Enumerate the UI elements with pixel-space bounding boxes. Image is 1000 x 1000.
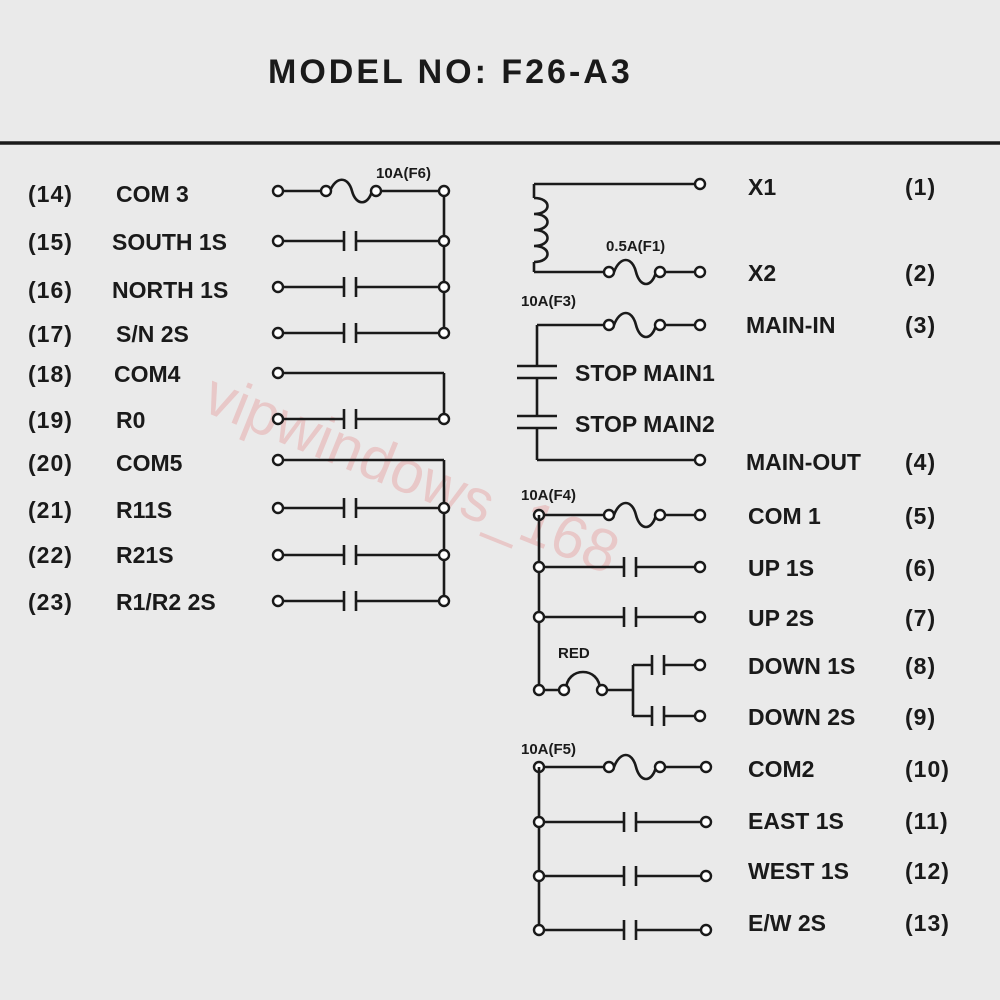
right-pin-9: (9) (905, 704, 936, 730)
left-pin-17: (17) (28, 321, 73, 347)
bus-com4 (437, 373, 451, 426)
left-pin-21: (21) (28, 497, 73, 523)
right-pin-2: (2) (905, 260, 936, 286)
com3-fuse-circuit (271, 178, 444, 204)
right-label-east1s: EAST 1S (748, 808, 844, 834)
right-pin-13: (13) (905, 910, 950, 936)
right-pin-8: (8) (905, 653, 936, 679)
right-label-west1s: WEST 1S (748, 858, 849, 884)
fuse-label-f3: 10A(F3) (521, 293, 576, 310)
right-label-up2s: UP 2S (748, 605, 814, 631)
right-label-up1s: UP 1S (748, 555, 814, 581)
left-pin-14: (14) (28, 181, 73, 207)
com2-circuit (532, 753, 713, 940)
right-pin-7: (7) (905, 605, 936, 631)
right-label-com2: COM2 (748, 756, 814, 782)
fuse-label-f4: 10A(F4) (521, 487, 576, 504)
left-label-r21s: R21S (116, 542, 174, 568)
left-pin-22: (22) (28, 542, 73, 568)
contact-sn2s (271, 323, 444, 343)
right-pin-12: (12) (905, 858, 950, 884)
right-pin-10: (10) (905, 756, 950, 782)
left-label-com5: COM5 (116, 450, 183, 476)
left-label-north1s: NORTH 1S (112, 277, 228, 303)
coil-x1-x2 (532, 177, 707, 286)
left-label-r11s: R11S (116, 497, 172, 523)
com1-circuit (532, 501, 707, 726)
right-label-com1: COM 1 (748, 503, 821, 529)
left-pin-19: (19) (28, 407, 73, 433)
wire-com5 (271, 453, 444, 467)
right-pin-4: (4) (905, 449, 936, 475)
fuse-label-f5: 10A(F5) (521, 741, 576, 758)
right-label-main-out: MAIN-OUT (746, 449, 861, 475)
left-label-com4: COM4 (114, 361, 181, 387)
stop-main1-label: STOP MAIN1 (575, 360, 715, 386)
contact-r0 (271, 409, 444, 429)
fuse-label-f6: 10A(F6) (376, 165, 431, 182)
watermark: vipwindows_168 (195, 360, 628, 587)
right-label-down1s: DOWN 1S (748, 653, 855, 679)
red-switch-label: RED (558, 645, 590, 662)
right-pin-1: (1) (905, 174, 936, 200)
right-label-x1: X1 (748, 174, 776, 200)
page-title: MODEL NO: F26-A3 (268, 53, 633, 91)
left-pin-20: (20) (28, 450, 73, 476)
right-pin-3: (3) (905, 312, 936, 338)
right-pin-5: (5) (905, 503, 936, 529)
right-pin-11: (11) (905, 808, 949, 834)
right-label-x2: X2 (748, 260, 776, 286)
right-label-down2s: DOWN 2S (748, 704, 855, 730)
left-pin-15: (15) (28, 229, 73, 255)
left-label-r0: R0 (116, 407, 145, 433)
contact-r11s (271, 498, 444, 518)
left-label-r1r22s: R1/R2 2S (116, 589, 216, 615)
bus-com5 (437, 460, 451, 608)
contact-north1s (271, 277, 444, 297)
right-pin-6: (6) (905, 555, 936, 581)
contact-r1r22s (271, 591, 444, 611)
contact-r21s (271, 545, 444, 565)
fuse-label-f1: 0.5A(F1) (606, 238, 665, 255)
main-stop-circuit (517, 311, 707, 467)
left-label-com3: COM 3 (116, 181, 189, 207)
right-label-ew2s: E/W 2S (748, 910, 826, 936)
contact-south1s (271, 231, 444, 251)
right-label-main-in: MAIN-IN (746, 312, 835, 338)
stop-main2-label: STOP MAIN2 (575, 411, 715, 437)
left-label-sn2s: S/N 2S (116, 321, 189, 347)
bus-com3 (437, 184, 451, 340)
left-label-south1s: SOUTH 1S (112, 229, 227, 255)
left-pin-16: (16) (28, 277, 73, 303)
wire-com4 (271, 366, 444, 380)
left-pin-23: (23) (28, 589, 73, 615)
left-pin-18: (18) (28, 361, 73, 387)
